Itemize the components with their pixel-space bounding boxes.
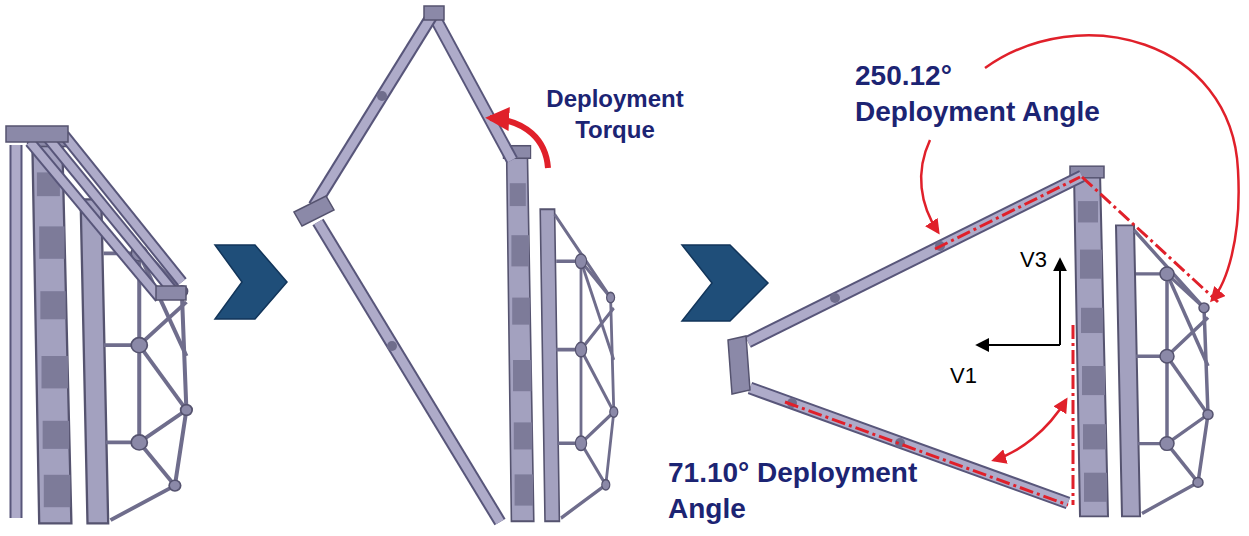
deploying-structure: [294, 6, 618, 522]
axis-label: V3: [1020, 246, 1054, 274]
step-arrow: [215, 245, 287, 319]
deployed-structure: [728, 35, 1239, 516]
stowed-structure: [6, 126, 192, 523]
step-arrow: [682, 245, 768, 321]
axis-label: V1: [950, 362, 984, 390]
torque-label: Deployment Torque: [540, 84, 690, 145]
angle-label: 250.12° Deployment Angle: [855, 58, 1113, 130]
angle-label: 71.10° Deployment Angle: [668, 455, 960, 527]
